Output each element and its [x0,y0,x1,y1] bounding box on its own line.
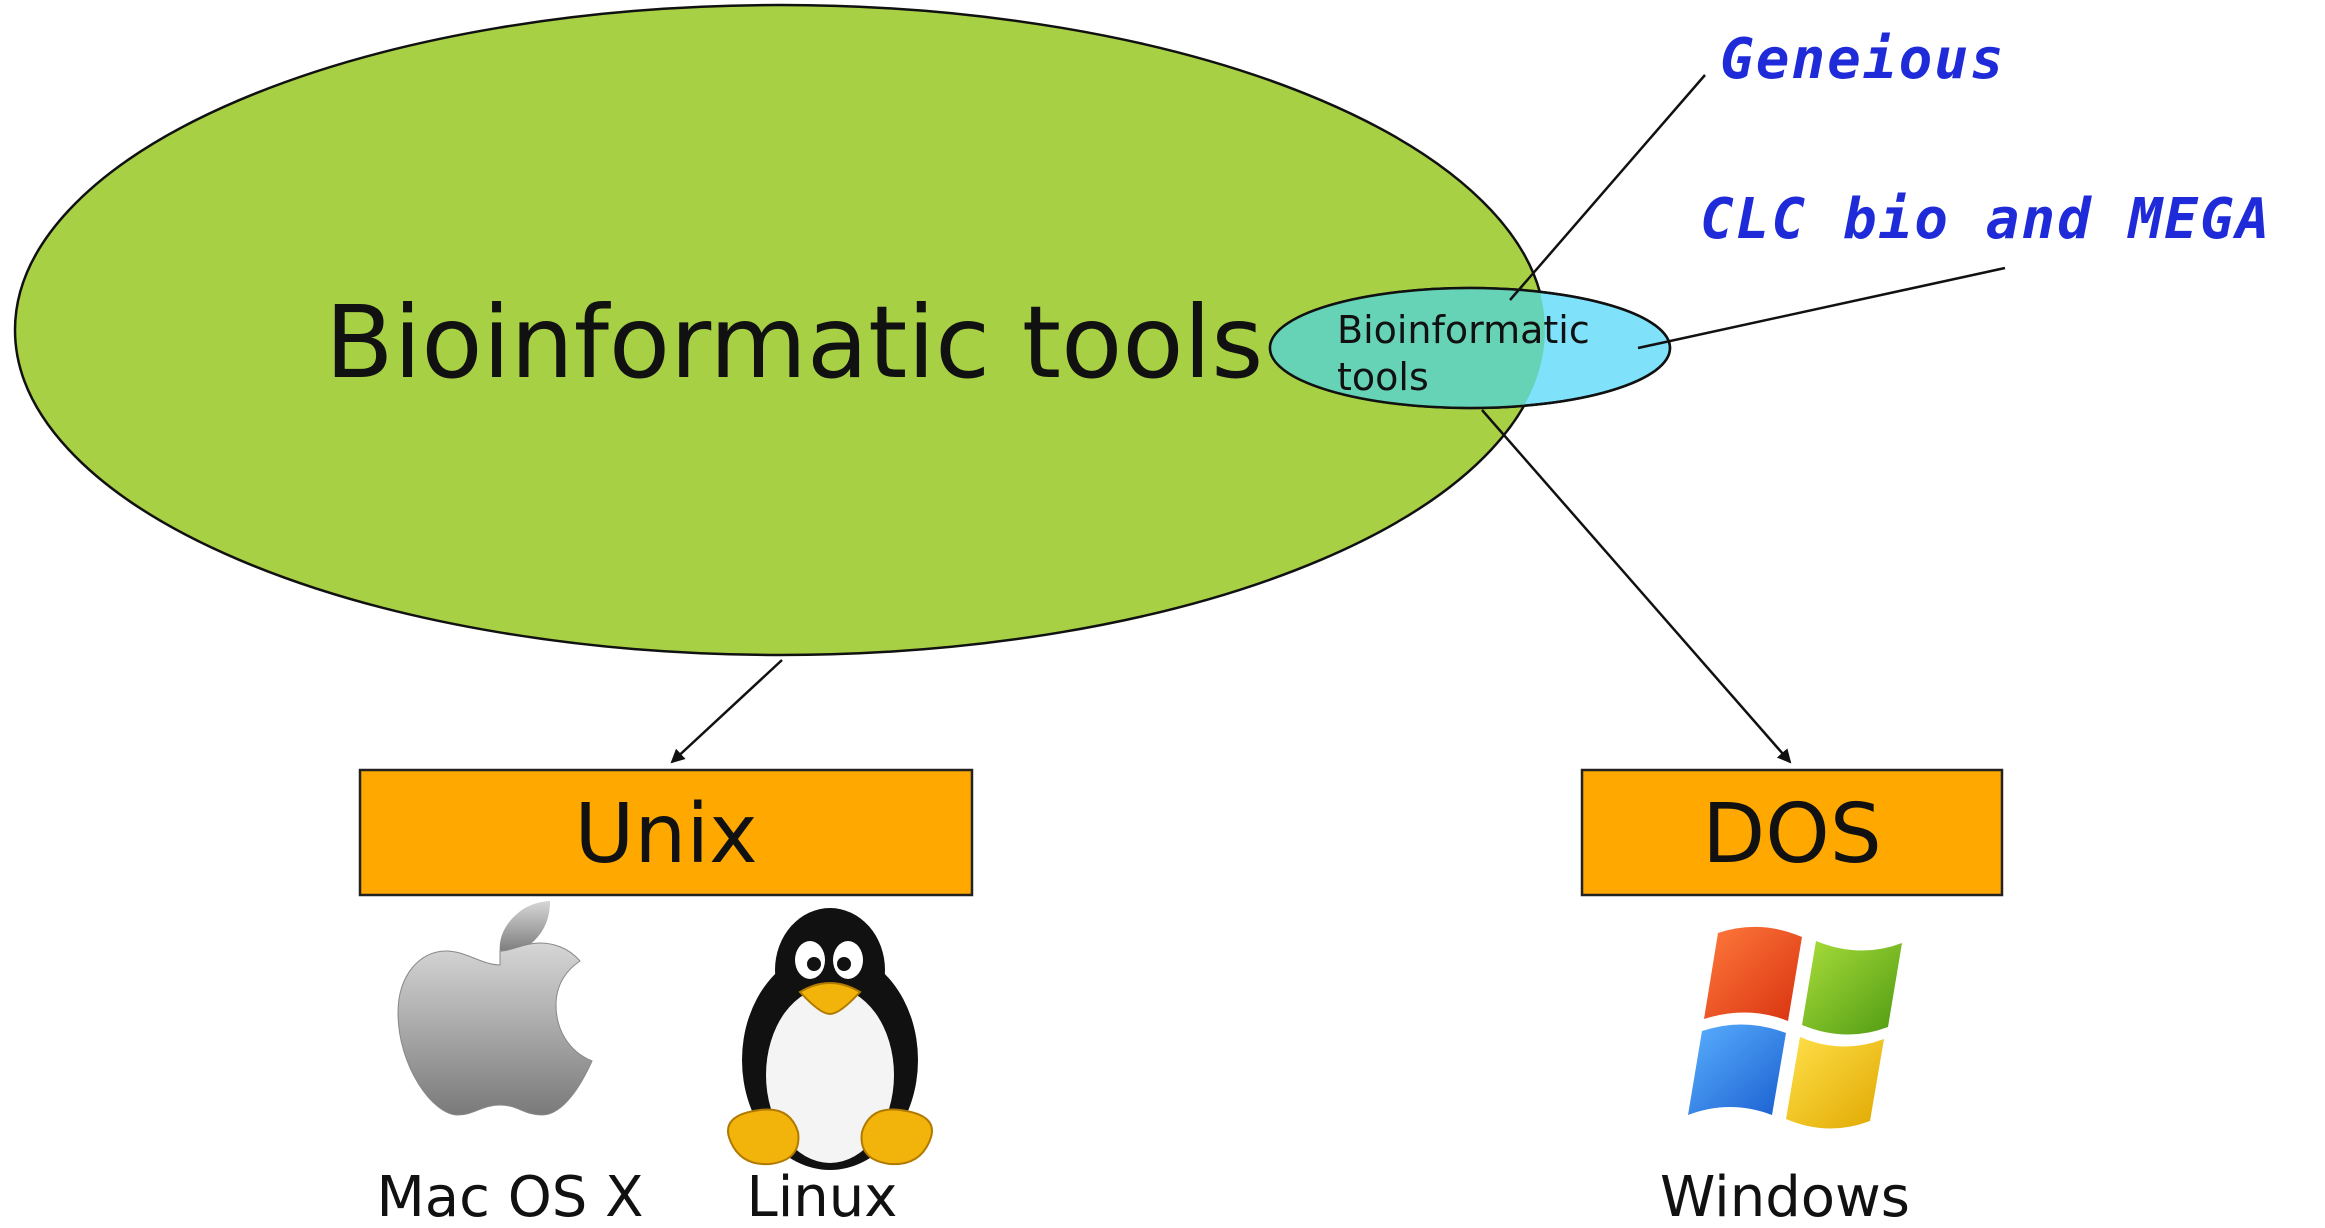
clc-mega-annotation: CLC bio and MEGA [1700,187,2271,252]
linux-label: Linux [747,1165,898,1228]
arrow-to-unix [670,659,783,764]
geneious-annotation: Geneious [1720,27,2006,92]
small-ellipse-outline [1268,286,1672,410]
windows-label: Windows [1660,1165,1910,1228]
dos-box-label: DOS [1702,787,1882,882]
small-ellipse-label-line2: tools [1337,355,1429,399]
windows-flag-icon [1688,926,1902,1129]
main-ellipse-label: Bioinformatic tools [325,284,1263,401]
mac-os-label: Mac OS X [376,1165,643,1228]
clc-mega-pointer-line [1637,266,2006,350]
small-ellipse-label-line1: Bioinformatic [1337,308,1590,352]
apple-logo-icon [397,901,593,1116]
dos-box [1580,768,2004,897]
arrow-to-dos [1481,409,1792,764]
tux-penguin-icon [727,908,933,1170]
unix-box-label: Unix [574,787,757,882]
ellipse-overlap-region [1270,288,1545,408]
unix-box [358,768,974,897]
geneious-pointer-line [1509,74,1706,301]
